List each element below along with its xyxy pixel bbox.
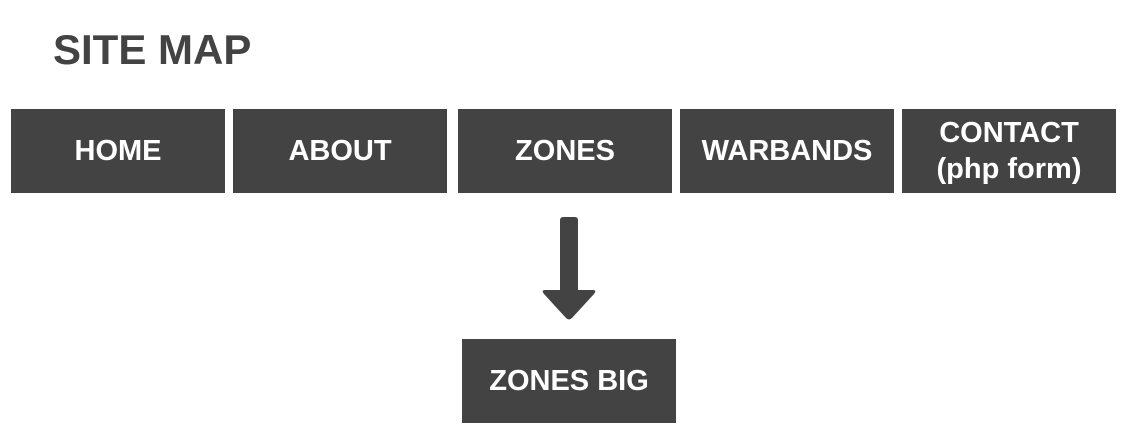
- node-contact[interactable]: CONTACT (php form): [902, 109, 1116, 193]
- page-title: SITE MAP: [53, 26, 252, 73]
- node-zones-big[interactable]: ZONES BIG: [462, 339, 676, 423]
- node-zones[interactable]: ZONES: [458, 109, 672, 193]
- arrow-down-icon: [542, 217, 596, 320]
- node-about[interactable]: ABOUT: [233, 109, 447, 193]
- node-home[interactable]: HOME: [11, 109, 225, 193]
- node-warbands[interactable]: WARBANDS: [680, 109, 894, 193]
